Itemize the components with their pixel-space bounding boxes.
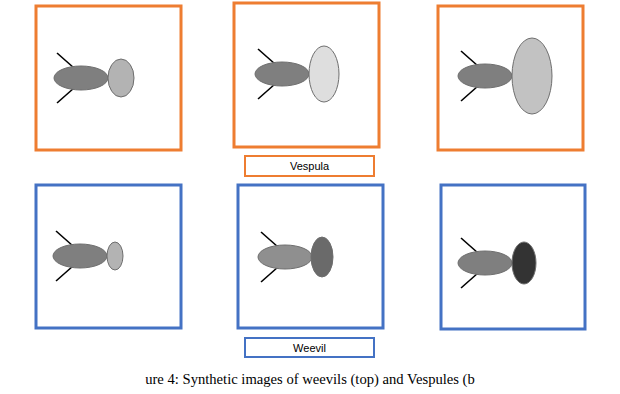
label-box: Weevil <box>244 337 375 358</box>
vespula-frame <box>36 6 181 150</box>
weevil-frame <box>238 185 383 328</box>
weevil-frame <box>441 185 585 329</box>
vespula-frame <box>234 3 379 147</box>
weevil-frame <box>36 185 181 328</box>
vespula-frame <box>438 6 583 150</box>
label-box: Vespula <box>244 155 375 177</box>
species-label: Weevil <box>293 342 326 354</box>
species-label: Vespula <box>290 160 329 172</box>
figure-caption: ure 4: Synthetic images of weevils (top)… <box>0 371 620 388</box>
